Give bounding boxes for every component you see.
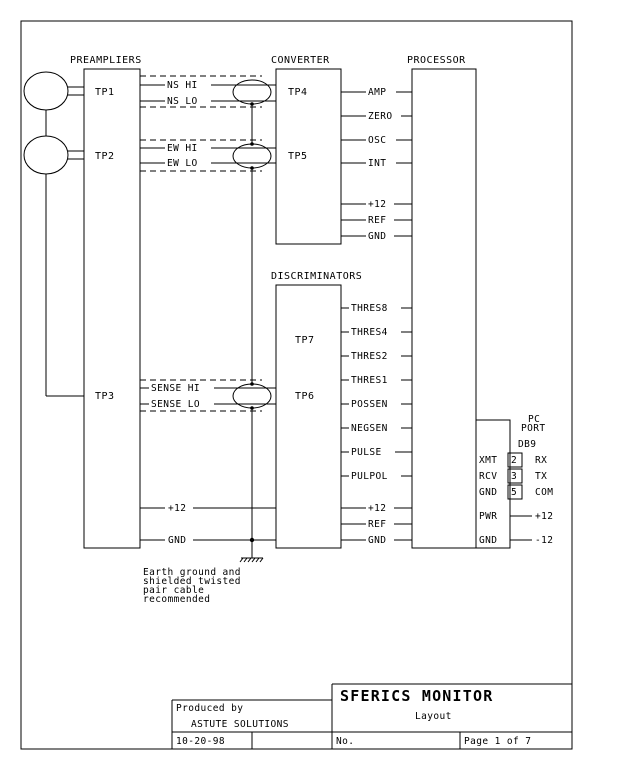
discriminator-tp6: TP6	[295, 391, 315, 402]
note-line-4: recommended	[143, 594, 210, 605]
page-number: Page 1 of 7	[464, 736, 531, 747]
port-tx: TX	[535, 471, 547, 482]
preampliers-header: PREAMPLIERS	[70, 55, 142, 66]
preamplifier-block	[83, 68, 141, 549]
company-name: ASTUTE SOLUTIONS	[191, 719, 289, 730]
port-com: COM	[535, 487, 553, 498]
disc-pwr-ref: REF	[368, 519, 386, 530]
title-block: Produced by ASTUTE SOLUTIONS SFERICS MON…	[171, 683, 572, 749]
port-pin-5: 5	[511, 487, 517, 498]
drawing-subtitle: Layout	[415, 711, 452, 722]
note-line-3: pair cable	[143, 585, 204, 596]
antenna-loops	[23, 71, 84, 397]
port-pwr-value: +12	[535, 511, 553, 522]
preamp-plus12-label: +12	[168, 503, 186, 514]
antenna-loop-ns	[23, 71, 69, 111]
disc-out-pulpol: PULPOL	[351, 471, 388, 482]
label-ns-hi: NS HI	[167, 80, 198, 91]
ns-shield-ellipse	[232, 79, 272, 105]
drawing-no-label: No.	[336, 736, 354, 747]
port-pin-2: 2	[511, 455, 517, 466]
disc-out-thres1: THRES1	[351, 375, 388, 386]
preamp-tp3: TP3	[95, 391, 115, 402]
port-rcv: RCV	[479, 471, 497, 482]
pc-port-box	[475, 419, 511, 549]
port-gnd-power: GND	[479, 535, 497, 546]
label-ew-lo: EW LO	[167, 158, 198, 169]
antenna-loop-ew	[23, 135, 69, 175]
port-label: PORT	[521, 423, 545, 434]
drawing-border	[20, 20, 573, 750]
preamp-tp2: TP2	[95, 151, 115, 162]
produced-by-label: Produced by	[176, 703, 243, 714]
port-pin-3: 3	[511, 471, 517, 482]
preamp-gnd-label: GND	[168, 535, 186, 546]
converter-out-osc: OSC	[368, 135, 386, 146]
label-ew-hi: EW HI	[167, 143, 198, 154]
pc-port: PC PORT DB9 XMT 2 RX RCV 3 TX GND 5 COM …	[475, 414, 553, 549]
converter-tp4: TP4	[288, 87, 308, 98]
disc-out-thres2: THRES2	[351, 351, 388, 362]
note-line-1: Earth ground and	[143, 567, 241, 578]
converter-tp5: TP5	[288, 151, 308, 162]
discriminator-block	[275, 284, 342, 549]
grounding-note: Earth ground and shielded twisted pair c…	[143, 567, 241, 605]
sense-signal-pair: SENSE HI SENSE LO	[140, 379, 276, 412]
converter-out-int: INT	[368, 158, 386, 169]
earth-ground-icon	[239, 557, 264, 563]
disc-out-pulse: PULSE	[351, 447, 382, 458]
discriminators-header: DISCRIMINATORS	[271, 271, 362, 282]
ew-signal-pair: EW HI EW LO	[140, 139, 276, 172]
disc-pwr-plus12: +12	[368, 503, 386, 514]
converter-pwr-gnd: GND	[368, 231, 386, 242]
pc-label: PC	[528, 414, 540, 425]
disc-out-thres4: THRES4	[351, 327, 388, 338]
discriminator-outputs: THRES8 THRES4 THRES2 THRES1 POSSEN NEGSE…	[341, 303, 412, 546]
shield-ground-bus	[239, 102, 264, 563]
port-gnd-value: -12	[535, 535, 553, 546]
converter-header: CONVERTER	[271, 55, 330, 66]
label-sense-hi: SENSE HI	[151, 383, 200, 394]
processor-header: PROCESSOR	[407, 55, 466, 66]
label-sense-lo: SENSE LO	[151, 399, 200, 410]
converter-pwr-ref: REF	[368, 215, 386, 226]
port-pwr: PWR	[479, 511, 497, 522]
label-ns-lo: NS LO	[167, 96, 198, 107]
converter-block	[275, 68, 342, 245]
drawing-date: 10-20-98	[176, 736, 225, 747]
converter-outputs: AMP ZERO OSC INT +12 REF GND	[341, 87, 412, 242]
disc-out-possen: POSSEN	[351, 399, 388, 410]
port-gnd: GND	[479, 487, 497, 498]
converter-out-amp: AMP	[368, 87, 386, 98]
disc-out-thres8: THRES8	[351, 303, 388, 314]
port-xmt: XMT	[479, 455, 497, 466]
discriminator-tp7: TP7	[295, 335, 315, 346]
disc-pwr-gnd: GND	[368, 535, 386, 546]
converter-pwr-plus12: +12	[368, 199, 386, 210]
preamp-tp1: TP1	[95, 87, 115, 98]
preamp-power-lines: +12 GND	[140, 503, 276, 546]
disc-out-negsen: NEGSEN	[351, 423, 388, 434]
db9-label: DB9	[518, 439, 536, 450]
ns-signal-pair: NS HI NS LO	[140, 75, 276, 108]
drawing-title: SFERICS MONITOR	[340, 687, 493, 705]
port-rx: RX	[535, 455, 547, 466]
note-line-2: shielded twisted	[143, 576, 241, 587]
processor-block	[411, 68, 477, 549]
converter-out-zero: ZERO	[368, 111, 392, 122]
